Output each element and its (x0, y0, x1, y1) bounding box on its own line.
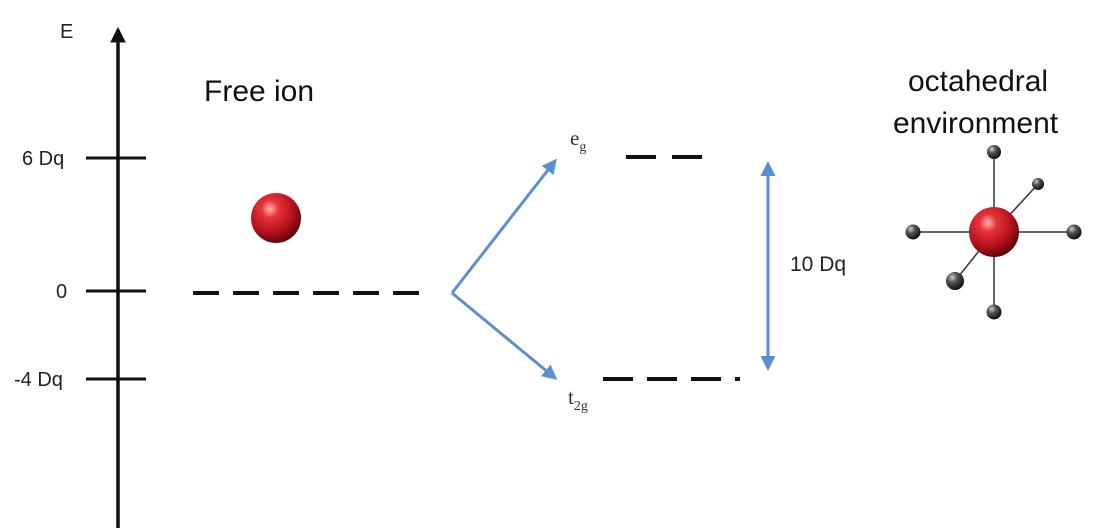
split-arrow-up (450, 158, 557, 294)
metal-center-sphere (969, 207, 1019, 257)
ligand-left (905, 224, 921, 240)
free-ion-label: Free ion (204, 75, 314, 108)
split-arrow-down (451, 291, 558, 380)
eg-label: eg (570, 126, 586, 155)
ligand-front-left (946, 272, 964, 290)
energy-axis-label: E (60, 21, 73, 43)
tick-label-minus-4dq: -4 Dq (14, 369, 63, 391)
ligand-right (1066, 224, 1082, 240)
tick-label-6dq: 6 Dq (22, 148, 64, 170)
ligand-bottom (986, 304, 1002, 320)
octahedral-complex (905, 145, 1082, 320)
tick-label-0: 0 (56, 281, 67, 303)
environment-label-line1: octahedral (908, 65, 1048, 98)
ligand-back-right (1032, 178, 1044, 190)
ligand-top (987, 145, 1001, 159)
free-ion-sphere (251, 193, 301, 243)
environment-label-line2: environment (893, 107, 1059, 140)
splitting-label: 10 Dq (790, 253, 846, 276)
t2g-label: t2g (568, 385, 588, 414)
